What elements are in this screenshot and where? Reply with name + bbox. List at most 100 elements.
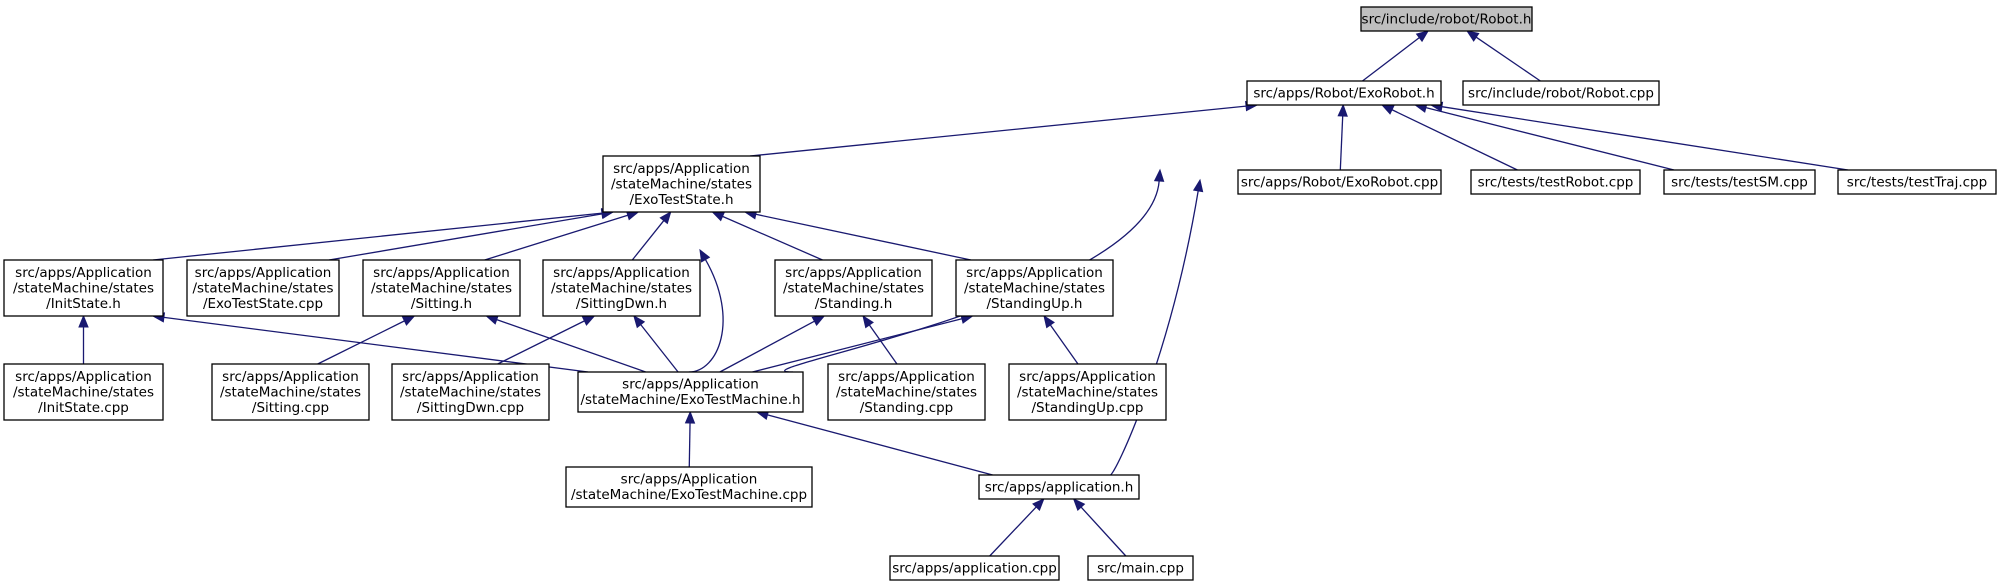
arrowhead [862,314,874,329]
arrowhead [1380,104,1395,115]
file-node-exorobot-cpp[interactable]: src/apps/Robot/ExoRobot.cpp [1237,169,1442,195]
edge-exotestmachine-cpp-to-exotestmachine-h [684,410,696,468]
edge-standingup-cpp-to-standingup-h [1043,314,1079,365]
node-box [1360,6,1533,32]
edge-line [1049,324,1079,365]
arrowhead [1043,314,1055,329]
node-label-line: /stateMachine/states [13,280,154,296]
node-label-line: /stateMachine/ExoTestMachine.cpp [571,487,807,503]
node-box [186,259,340,317]
node-label-line: /stateMachine/states [836,384,977,400]
file-node-testrobot-cpp[interactable]: src/tests/testRobot.cpp [1470,169,1641,195]
node-label-line: src/tests/testSM.cpp [1671,174,1808,190]
node-label-line: /InitState.cpp [38,400,129,416]
file-node-exoteststate-h[interactable]: src/apps/Application/stateMachine/states… [602,155,761,213]
file-node-standing-h[interactable]: src/apps/Application/stateMachine/states… [774,259,933,317]
edge-line [631,220,665,261]
edge-exorobot-cpp-to-exorobot-h [1337,103,1348,171]
edge-line [767,414,993,476]
arrowhead [811,315,826,327]
file-node-sittingdwn-cpp[interactable]: src/apps/Application/stateMachine/states… [391,363,550,421]
file-node-testtraj-cpp[interactable]: src/tests/testTraj.cpp [1837,169,1997,195]
node-label-line: src/include/robot/Robot.cpp [1468,85,1654,101]
edge-line [163,316,589,373]
node-label-line: /stateMachine/states [551,280,692,296]
node-label-line: src/apps/Application [621,472,758,488]
arrowhead [1466,30,1480,42]
file-node-standingup-h[interactable]: src/apps/Application/stateMachine/states… [955,259,1114,317]
node-label-line: /stateMachine/states [964,280,1105,296]
file-node-initstate-h[interactable]: src/apps/Application/stateMachine/states… [3,259,164,317]
node-box [1462,80,1660,106]
file-node-application-cpp[interactable]: src/apps/application.cpp [889,555,1060,581]
file-node-standingup-cpp[interactable]: src/apps/Application/stateMachine/states… [1008,363,1167,421]
node-label-line: /ExoTestState.cpp [203,296,323,312]
arrowhead [1415,30,1430,43]
dependency-edges [78,30,1849,557]
edge-testtraj-cpp-to-exorobot-h [1429,101,1849,171]
file-node-sittingdwn-h[interactable]: src/apps/Application/stateMachine/states… [542,259,701,317]
node-label-line: src/tests/testRobot.cpp [1478,174,1634,190]
file-node-testsm-cpp[interactable]: src/tests/testSM.cpp [1663,169,1816,195]
node-box [1470,169,1641,195]
edge-standingup-h-to-exoteststate-h [743,209,972,261]
file-node-exotestmachine-h[interactable]: src/apps/Application/stateMachine/ExoTes… [577,371,804,413]
file-node-robot-h[interactable]: src/include/robot/Robot.h [1360,6,1533,32]
edge-line [1080,506,1127,557]
node-box [602,155,761,213]
node-label-line: /stateMachine/states [371,280,512,296]
node-label-line: /InitState.h [46,296,121,312]
edge-exotestmachine-h-to-standing-h [719,315,826,373]
file-node-robot-cpp[interactable]: src/include/robot/Robot.cpp [1462,80,1660,106]
node-box [1237,169,1442,195]
edge-line [1339,115,1344,171]
arrowhead [1032,498,1045,511]
node-label-line: /StandingUp.h [987,296,1083,312]
file-node-exorobot-h[interactable]: src/apps/Robot/ExoRobot.h [1246,80,1442,106]
node-label-line: /stateMachine/states [783,280,924,296]
arrowhead [401,315,416,326]
node-label-line: src/main.cpp [1097,560,1184,576]
edge-exotestmachine-h-to-sittingdwn-h [633,314,679,373]
edge-line [1109,190,1199,476]
file-node-exotestmachine-cpp[interactable]: src/apps/Application/stateMachine/ExoTes… [565,466,813,508]
node-label-line: src/apps/Application [15,369,152,385]
node-box [1246,80,1442,106]
file-node-standing-cpp[interactable]: src/apps/Application/stateMachine/states… [827,363,986,421]
edge-line [640,324,679,373]
edge-line [688,259,724,373]
file-node-sitting-h[interactable]: src/apps/Application/stateMachine/states… [362,259,521,317]
edge-initstate-h-to-exoteststate-h [152,207,615,261]
file-node-main-cpp[interactable]: src/main.cpp [1087,555,1194,581]
arrowhead [1337,103,1348,117]
edge-line [688,422,691,468]
node-label-line: src/apps/application.h [985,479,1134,495]
file-node-sitting-cpp[interactable]: src/apps/Application/stateMachine/states… [211,363,370,421]
edge-line [989,506,1037,557]
edge-sitting-cpp-to-sitting-h [317,315,416,365]
arrowhead [1192,178,1204,193]
file-node-application-h[interactable]: src/apps/application.h [978,474,1140,500]
node-box [3,259,164,317]
edge-line [484,214,628,261]
node-label-line: src/include/robot/Robot.h [1362,11,1532,27]
edge-line [1441,106,1849,171]
arrowhead [659,210,672,225]
edge-line [784,180,1160,373]
node-box [978,474,1140,500]
edge-line [328,213,603,261]
edge-line [722,215,823,261]
node-label-line: /stateMachine/states [611,176,752,192]
node-box [955,259,1114,317]
edge-exotestmachine-h-to-sitting-h [485,314,646,373]
file-node-exoteststate-cpp[interactable]: src/apps/Application/stateMachine/states… [186,259,340,317]
node-box [362,259,521,317]
edge-exotestmachine-h-to-exoteststate-h [688,248,724,373]
node-box [1837,169,1997,195]
edge-line [752,318,963,373]
node-label-line: src/apps/Application [373,265,510,281]
edge-exorobot-h-to-robot-h [1362,30,1430,82]
file-node-initstate-cpp[interactable]: src/apps/Application/stateMachine/states… [3,363,164,421]
node-label-line: src/apps/Application [15,265,152,281]
arrowhead [581,315,596,326]
